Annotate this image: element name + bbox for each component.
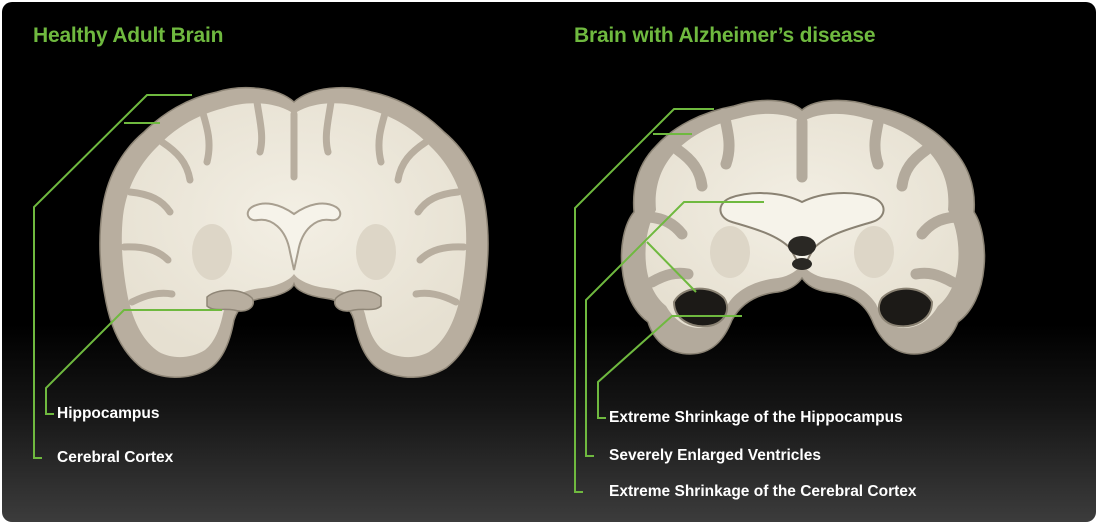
healthy-hippocampus-right xyxy=(335,290,381,311)
healthy-basal-right xyxy=(356,224,396,280)
healthy-hippocampus-left xyxy=(207,290,253,311)
alz-basal-left xyxy=(710,226,750,278)
healthy-brain-image xyxy=(100,88,488,378)
alz-third-ventricle-lower xyxy=(792,258,812,270)
healthy-hippocampus-label: Hippocampus xyxy=(57,405,159,423)
alz-third-ventricle xyxy=(788,236,816,256)
alz-hippocampus-label: Extreme Shrinkage of the Hippocampus xyxy=(609,409,903,427)
alzheimers-brain-title: Brain with Alzheimer’s disease xyxy=(574,24,875,48)
healthy-brain-title: Healthy Adult Brain xyxy=(33,24,223,48)
healthy-basal-left xyxy=(192,224,232,280)
alz-basal-right xyxy=(854,226,894,278)
alz-cortex-label: Extreme Shrinkage of the Cerebral Cortex xyxy=(609,483,917,501)
healthy-cortex-label: Cerebral Cortex xyxy=(57,449,173,467)
alz-ventricles-label: Severely Enlarged Ventricles xyxy=(609,447,821,465)
